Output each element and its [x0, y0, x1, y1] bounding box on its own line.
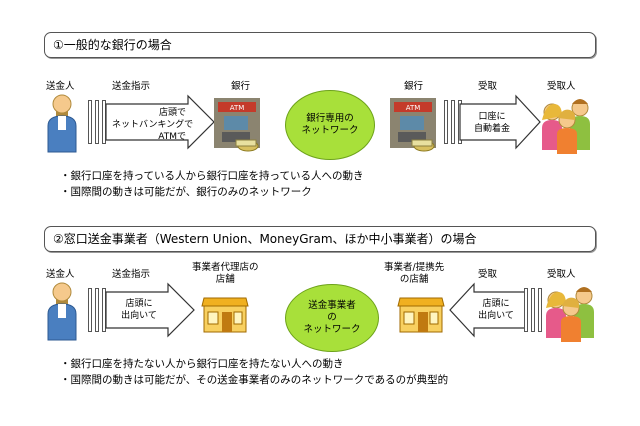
remit-network-line3: ネットワーク [303, 324, 361, 335]
section1-bullet-2: ・国際間の動きは可能だが、銀行のみのネットワーク [60, 186, 312, 198]
agent-right-line2: の店舗 [399, 274, 429, 285]
sender-person-icon [47, 94, 77, 153]
deposit-text-line1: 口座に [478, 112, 506, 122]
atm-left-icon: ATM [214, 98, 260, 152]
section2-bullet-2: ・国際間の動きは可能だが、その送金事業者のみのネットワークであるのが典型的 [60, 374, 449, 386]
bank-right-label: 銀行 [404, 81, 424, 92]
visit-right-line2: 出向いて [478, 311, 514, 321]
agent-left-line1: 事業者代理店の [192, 262, 259, 273]
remit-network-line1: 送金事業者 [308, 300, 356, 311]
arrow-text-line1: 店頭で [158, 108, 186, 118]
receiver2-label: 受取人 [547, 269, 576, 280]
visit-left-line2: 出向いて [121, 311, 157, 321]
remittance-network-node: 送金事業者 の ネットワーク [285, 284, 379, 352]
receive2-label: 受取 [478, 269, 498, 280]
visit-right-arrow [449, 282, 527, 338]
receive-label: 受取 [478, 81, 498, 92]
sender2-label: 送金人 [46, 269, 75, 280]
shop-right-icon [397, 297, 445, 333]
bank-network-node: 銀行専用の ネットワーク [285, 90, 375, 160]
receive2-bars [524, 288, 546, 332]
agent-right-line1: 事業者/提携先 [384, 262, 445, 273]
sender2-person-icon [47, 282, 77, 341]
section2-title: ②窓口送金事業者（Western Union、MoneyGram、ほか中小事業者… [44, 226, 596, 252]
svg-text:ATM: ATM [406, 104, 421, 112]
bank-network-line1: 銀行専用の [306, 113, 354, 124]
atm-right-icon: ATM [390, 98, 436, 152]
agent-left-line2: 店舗 [215, 274, 235, 285]
section1-bullet-1: ・銀行口座を持っている人から銀行口座を持っている人への動き [60, 170, 364, 182]
arrow-text-line3: ATMで [158, 132, 186, 142]
visit-right-line1: 店頭に [482, 299, 510, 309]
instruction-arrow [105, 94, 215, 150]
remit-network-line2: の [327, 312, 337, 323]
arrow-text-line2: ネットバンキングで [112, 120, 194, 130]
sender-label: 送金人 [46, 81, 75, 92]
receiver-label: 受取人 [547, 81, 576, 92]
agent-right-label: 事業者/提携先 の店舗 [384, 262, 444, 286]
receiver-group-icon [542, 99, 590, 154]
visit-left-line1: 店頭に [125, 299, 153, 309]
section1-title: ①一般的な銀行の場合 [44, 32, 596, 58]
shop-left-icon [201, 297, 249, 333]
instruction2-label: 送金指示 [112, 269, 151, 280]
visit-left-arrow [105, 282, 195, 338]
bank-left-label: 銀行 [231, 81, 251, 92]
svg-text:ATM: ATM [230, 104, 245, 112]
bank-network-line2: ネットワーク [301, 125, 359, 136]
agent-left-label: 事業者代理店の 店舗 [192, 262, 259, 286]
deposit-arrow [459, 94, 541, 150]
section2-bullet-1: ・銀行口座を持たない人から銀行口座を持たない人への動き [60, 358, 344, 370]
instruction-label: 送金指示 [112, 81, 151, 92]
receiver2-group-icon [546, 287, 594, 342]
deposit-text-line2: 自動着金 [473, 124, 510, 134]
